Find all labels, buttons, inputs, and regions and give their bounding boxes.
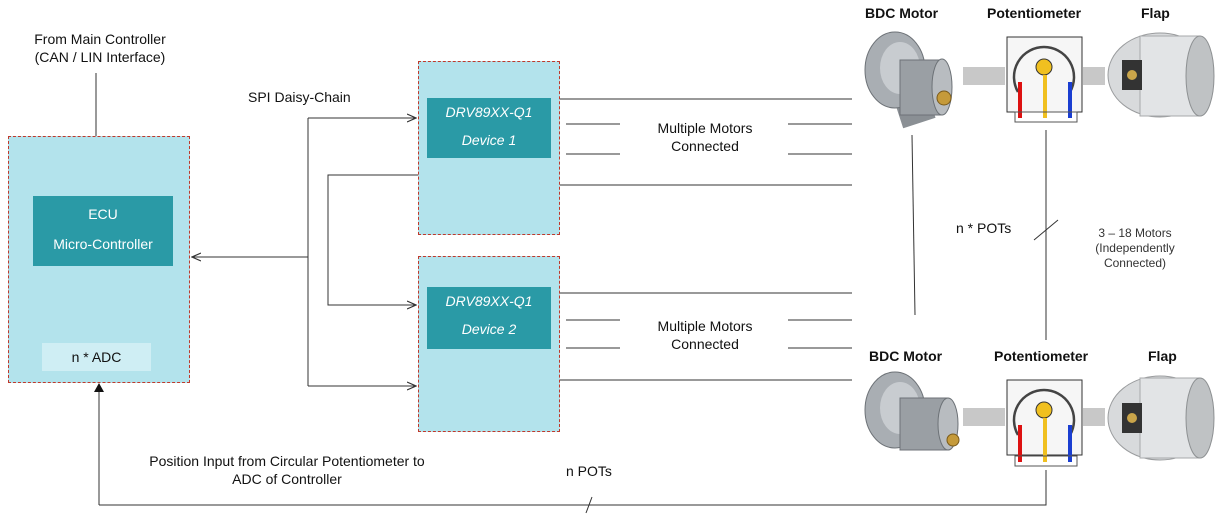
potentiometer-icon-top [1006,36,1083,123]
potentiometer-label-bottom: Potentiometer [994,348,1089,364]
motors-label-2-line1: Multiple Motors [657,318,753,334]
main-controller-line1: From Main Controller [34,31,166,47]
ecu-subtitle: Micro-Controller [53,236,153,252]
device1-box: DRV89XX-Q1 Device 1 [418,61,560,235]
feedback-line1: Position Input from Circular Potentiomet… [149,453,425,469]
bdc-motor-label-top: BDC Motor [865,5,939,21]
bdc-motor-label-bottom: BDC Motor [869,348,943,364]
device2-block: DRV89XX-Q1 Device 2 [427,287,551,349]
device1-part: DRV89XX-Q1 [445,104,533,120]
spi-daisy-chain-label: SPI Daisy-Chain [248,89,351,105]
n-pots-vertical-label: n * POTs [956,220,1012,236]
potentiometer-icon-bottom [1006,379,1083,467]
bdc-motor-icon-bottom [864,371,960,451]
feedback-label: Position Input from Circular Potentiomet… [120,452,454,488]
adc-label: n * ADC [71,349,122,365]
potentiometer-label-top: Potentiometer [987,5,1082,21]
device1-name: Device 1 [461,132,517,148]
motors-label-1-line2: Connected [671,138,739,154]
motors-label-2-line2: Connected [671,336,739,352]
main-controller-line2: (CAN / LIN Interface) [34,49,166,65]
motors-label-1-line1: Multiple Motors [657,120,753,136]
flap-icon-top [1107,32,1215,118]
feedback-line2: ADC of Controller [232,471,342,487]
motor-count-label: 3 – 18 Motors (Independently Connected) [1080,226,1190,271]
device2-part: DRV89XX-Q1 [445,293,533,309]
device1-block: DRV89XX-Q1 Device 1 [427,98,551,158]
motor-count-line3: Connected) [1103,256,1167,270]
ecu-block: ECU Micro-Controller [33,196,173,266]
flap-label-bottom: Flap [1148,348,1177,364]
motor-count-line1: 3 – 18 Motors [1098,226,1172,240]
flap-icon-bottom [1107,375,1215,461]
device2-box: DRV89XX-Q1 Device 2 [418,256,560,432]
ecu-title: ECU [88,206,118,222]
n-pots-bottom-label: n POTs [566,463,612,479]
device2-name: Device 2 [461,321,517,337]
motors-connected-label-2: Multiple Motors Connected [630,317,780,353]
main-controller-label: From Main Controller (CAN / LIN Interfac… [10,30,190,66]
motors-connected-label-1: Multiple Motors Connected [630,119,780,155]
adc-block: n * ADC [42,343,151,371]
bdc-motor-icon-top [864,31,953,129]
ecu-box: ECU Micro-Controller n * ADC [8,136,190,383]
flap-label-top: Flap [1141,5,1170,21]
motor-count-line2: (Independently [1095,241,1175,255]
